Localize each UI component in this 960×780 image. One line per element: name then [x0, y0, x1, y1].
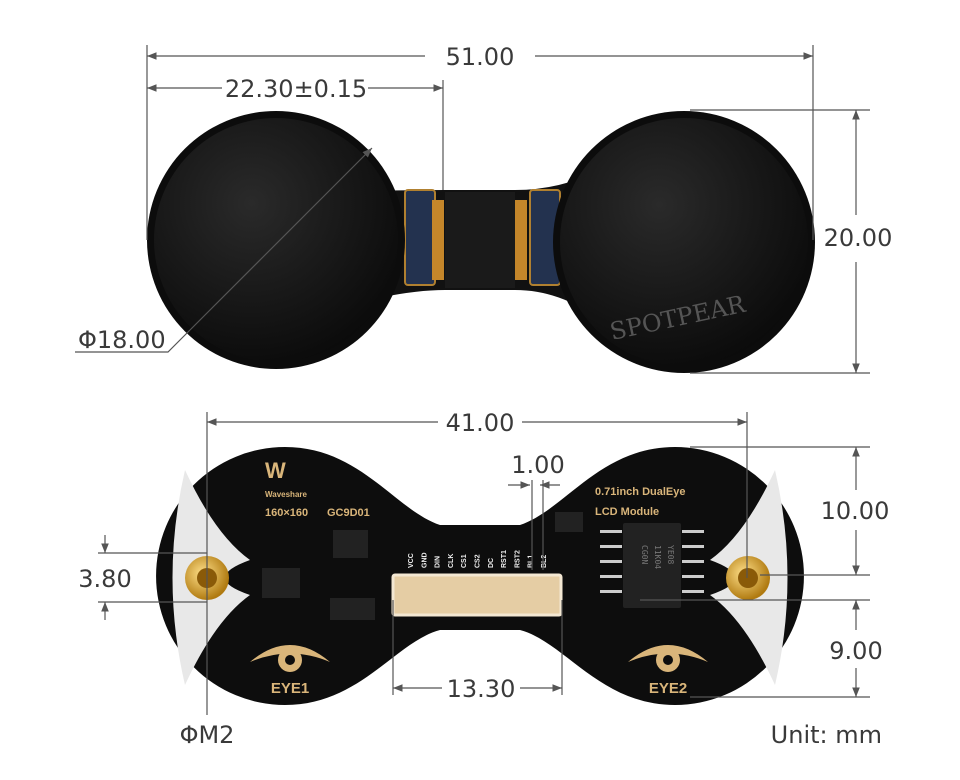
- dim-total-width: 51.00: [446, 43, 515, 71]
- pin-label: VCC: [408, 553, 415, 568]
- logo-waveshare: W: [265, 458, 286, 483]
- dim-display-height: 20.00: [824, 224, 893, 252]
- eye2-label: EYE2: [649, 680, 687, 697]
- dim-hole-spacing: 41.00: [446, 409, 515, 437]
- dim-hole-to-bottom: 9.00: [829, 637, 882, 665]
- eye-icon-right: [628, 645, 708, 672]
- pin-label: CLK: [448, 554, 455, 568]
- dim-hole-type: ΦM2: [180, 721, 235, 749]
- pin-label: DC: [488, 558, 495, 568]
- dim-hole-offset: 3.80: [78, 565, 131, 593]
- driver-label: GC9D01: [327, 507, 370, 519]
- display-module-front: SPOTPEAR: [147, 111, 815, 373]
- chip-text: YE08: [666, 545, 675, 564]
- pin-label: RST2: [514, 550, 521, 568]
- eye-icon-left: [250, 645, 330, 672]
- unit-label: Unit: mm: [771, 721, 882, 749]
- pin-labels: VCC GND DIN CLK CS1 CS2 DC RST1 RST2 BL1 BL2: [408, 550, 548, 568]
- module-title-2: LCD Module: [595, 506, 659, 518]
- pin-label: BL2: [541, 555, 548, 568]
- dim-top-to-hole: 10.00: [821, 497, 890, 525]
- dim-display-pitch: 22.30±0.15: [225, 75, 367, 103]
- dim-display-diameter: Φ18.00: [78, 326, 166, 354]
- pin-label: RST1: [501, 550, 508, 568]
- chip-text: 11K04: [653, 545, 662, 569]
- pin-label: DIN: [435, 556, 442, 568]
- resolution-label: 160×160: [265, 507, 308, 519]
- pin-label: CS1: [461, 554, 468, 568]
- pin-label: CS2: [475, 554, 482, 568]
- pin-label: GND: [421, 552, 428, 568]
- dim-connector-width: 13.30: [447, 675, 516, 703]
- chip-text: CG0N: [640, 545, 649, 564]
- driver-chip: [623, 523, 681, 608]
- brand-label: Waveshare: [265, 490, 308, 499]
- eye1-label: EYE1: [271, 680, 309, 697]
- pin-label: BL1: [528, 555, 535, 568]
- bottom-dimensions: 41.00 1.00 10.00 9.00 3.80 13.30 ΦM2 Uni…: [78, 409, 889, 749]
- dim-pin-pitch: 1.00: [511, 451, 564, 479]
- top-dimensions: 51.00 22.30±0.15 20.00 Φ18.00: [75, 43, 893, 374]
- module-title-1: 0.71inch DualEye: [595, 486, 686, 498]
- fpc-connector: [391, 573, 563, 617]
- pcb-back: W Waveshare 160×160 GC9D01 0.71inch Dual…: [156, 447, 804, 705]
